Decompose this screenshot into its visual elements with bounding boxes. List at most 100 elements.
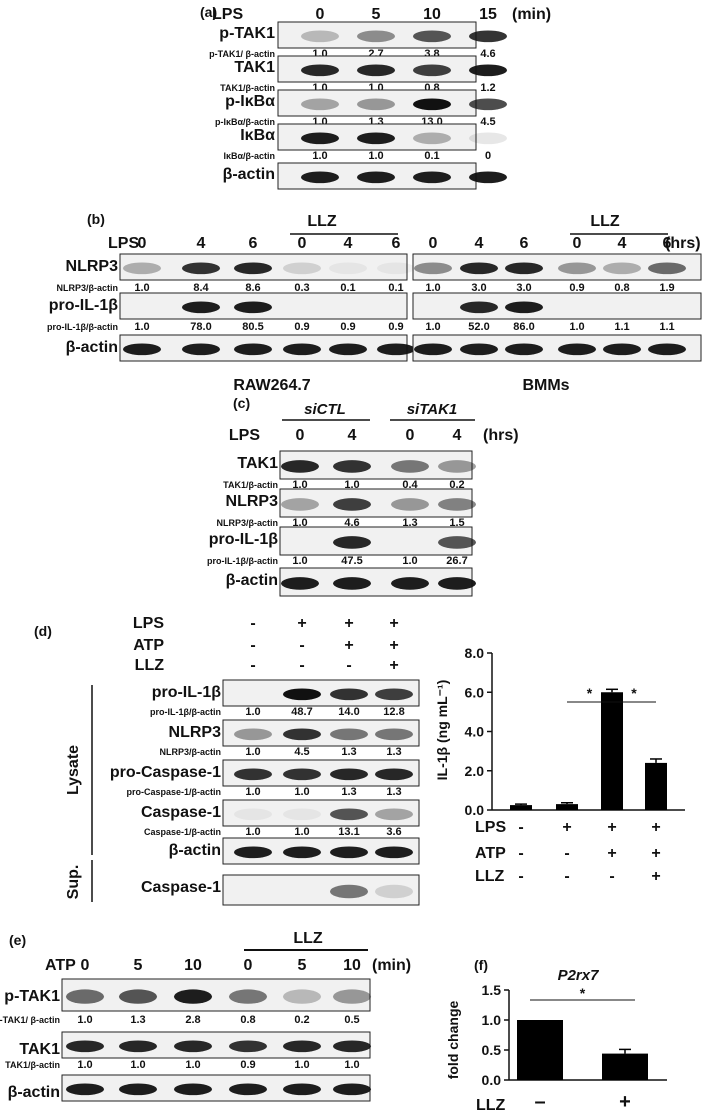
- panel-c-blot-band: [281, 460, 319, 473]
- panel-b-blot-raw-band: [234, 343, 272, 356]
- panel-b-blot-bmm-band: [460, 343, 498, 356]
- panel-b-ratio-value-raw: 0.1: [388, 282, 403, 294]
- panel-c-ratio-value: 1.5: [449, 517, 464, 529]
- panel-a-blot: [277, 89, 507, 117]
- panel-c-group-sitak1: siTAK1: [407, 401, 458, 418]
- chart0-y-tick-label: 0.0: [465, 802, 485, 818]
- panel-d-blot-band: [375, 728, 413, 741]
- panel-e-blot: [61, 978, 371, 1012]
- panel-d-ratio-value: 1.3: [341, 746, 356, 758]
- chart0-condition-sign: +: [651, 845, 660, 862]
- panel-b-time-raw: 6: [392, 235, 401, 252]
- chart1-significance-star: *: [580, 985, 586, 1001]
- panel-b-blot-bmm-band: [648, 262, 686, 275]
- chart1-category-label: +: [619, 1091, 631, 1113]
- chart0-condition-label: LPS: [475, 819, 506, 836]
- panel-d-blot-band: [330, 808, 368, 821]
- panel-a-ratio-label: TAK1/β-actin: [220, 83, 275, 93]
- panel-d-blot-band: [330, 728, 368, 741]
- chart0-condition-label: ATP: [475, 845, 506, 862]
- panel-d-ratio-value: 1.0: [294, 826, 309, 838]
- panel-c-group-sictl: siCTL: [304, 401, 346, 418]
- panel-b-time-bmm: 6: [520, 235, 529, 252]
- panel-c-blot-band: [438, 577, 476, 590]
- panel-b-ratio-value-bmm: 3.0: [471, 282, 486, 294]
- panel-b-cell-line-raw: RAW264.7: [233, 377, 310, 394]
- panel-d-condition-sign: -: [250, 657, 255, 674]
- panel-e-ratio-value: 1.0: [344, 1059, 359, 1071]
- chart0-condition-sign: -: [518, 819, 523, 836]
- panel-e-ratio-value: 0.5: [344, 1014, 359, 1026]
- panel-d-blot-band: [234, 728, 272, 741]
- panel-b-time-bmm: 4: [475, 235, 484, 252]
- panel-e-label: (e): [9, 932, 26, 948]
- panel-d-condition-sign: +: [389, 637, 398, 654]
- panel-b-blot-bmm-band: [505, 301, 543, 314]
- panel-d-blot-frame: [222, 799, 420, 827]
- chart1-y-tick-label: 0.0: [482, 1072, 502, 1088]
- panel-b-ratio-value-raw: 78.0: [190, 321, 211, 333]
- panel-d-blot-band: [375, 846, 413, 859]
- panel-b-blot-bmm: [412, 292, 702, 320]
- panel-e-gene-label: TAK1: [19, 1041, 60, 1058]
- panel-b-blot-bmm-band: [414, 262, 452, 275]
- panel-d-blot: [222, 719, 420, 747]
- panel-d-lysate-label: Lysate: [65, 745, 82, 795]
- panel-a-blot-band: [469, 30, 507, 43]
- panel-d-condition-label: LPS: [133, 615, 164, 632]
- panel-c-blot-band: [333, 536, 371, 549]
- panel-d-sup-blot-frame: [222, 874, 420, 906]
- panel-e-blot-band: [66, 1083, 104, 1096]
- panel-d-sup-blot-band: [375, 884, 413, 899]
- panel-b-time-bmm: 4: [618, 235, 627, 252]
- panel-c-blot-band: [281, 577, 319, 590]
- panel-e-blot-band: [174, 1040, 212, 1053]
- panel-d-condition-sign: -: [346, 657, 351, 674]
- panel-d-condition-sign: +: [389, 615, 398, 632]
- panel-b-time-bmm: 0: [429, 235, 438, 252]
- panel-c-blot-band: [391, 460, 429, 473]
- panel-a-blot-band: [413, 171, 451, 184]
- panel-a-blot-band: [469, 132, 507, 145]
- panel-b-blot-bmm: [412, 253, 702, 281]
- panel-d-ratio-value: 14.0: [338, 706, 359, 718]
- panel-b-time-bmm: 6: [663, 235, 672, 252]
- panel-a-label: (a): [200, 4, 217, 20]
- panel-b-blot-bmm-band: [648, 343, 686, 356]
- panel-b-gene-label: β-actin: [66, 339, 118, 356]
- panel-e-blot-band: [229, 1040, 267, 1053]
- chart0-y-tick-label: 2.0: [465, 763, 485, 779]
- panel-c-blot-band: [281, 498, 319, 511]
- chart0-condition-sign: +: [562, 819, 571, 836]
- panel-c-gene-label: TAK1: [237, 455, 278, 472]
- panel-a-time: 0: [316, 6, 325, 23]
- panel-a-blot-band: [413, 64, 451, 77]
- panel-a-blot-band: [301, 171, 339, 184]
- panel-d-gene-label: β-actin: [169, 842, 221, 859]
- panel-b-ratio-value-bmm: 1.1: [659, 321, 674, 333]
- panel-d-ratio-label: NLRP3/β-actin: [159, 747, 221, 757]
- panel-d-blot-band: [234, 808, 272, 821]
- panel-e-blot-band: [229, 1083, 267, 1096]
- panel-c-ratio-value: 1.0: [292, 479, 307, 491]
- panel-a-ratio-label: p-TAK1/ β-actin: [209, 49, 275, 59]
- panel-b-time-raw: 0: [138, 235, 147, 252]
- panel-c-blot-band: [438, 536, 476, 549]
- panel-c-ratio-value: 1.0: [292, 555, 307, 567]
- panel-b-ratio-value-raw: 0.9: [340, 321, 355, 333]
- panel-c-blot-band: [438, 498, 476, 511]
- panel-b-treatment: LPS: [108, 235, 139, 252]
- panel-a-blot-band: [301, 132, 339, 145]
- chart1-y-tick-label: 0.5: [482, 1042, 502, 1058]
- panel-b-ratio-value-raw: 0.9: [294, 321, 309, 333]
- panel-c-blot: [279, 488, 476, 518]
- panel-b-blot-raw-band: [234, 262, 272, 275]
- panel-a-time: 5: [372, 6, 381, 23]
- panel-d-ratio-label: pro-Caspase-1/β-actin: [126, 787, 221, 797]
- panel-d-ratio-value: 1.0: [245, 706, 260, 718]
- panel-a-ratio-value: 4.5: [480, 116, 495, 128]
- panel-d-blot-band: [375, 768, 413, 781]
- chart0-condition-sign: +: [651, 819, 660, 836]
- panel-e-gene-label: p-TAK1: [4, 988, 60, 1005]
- panel-b-blot-raw-band: [377, 262, 415, 275]
